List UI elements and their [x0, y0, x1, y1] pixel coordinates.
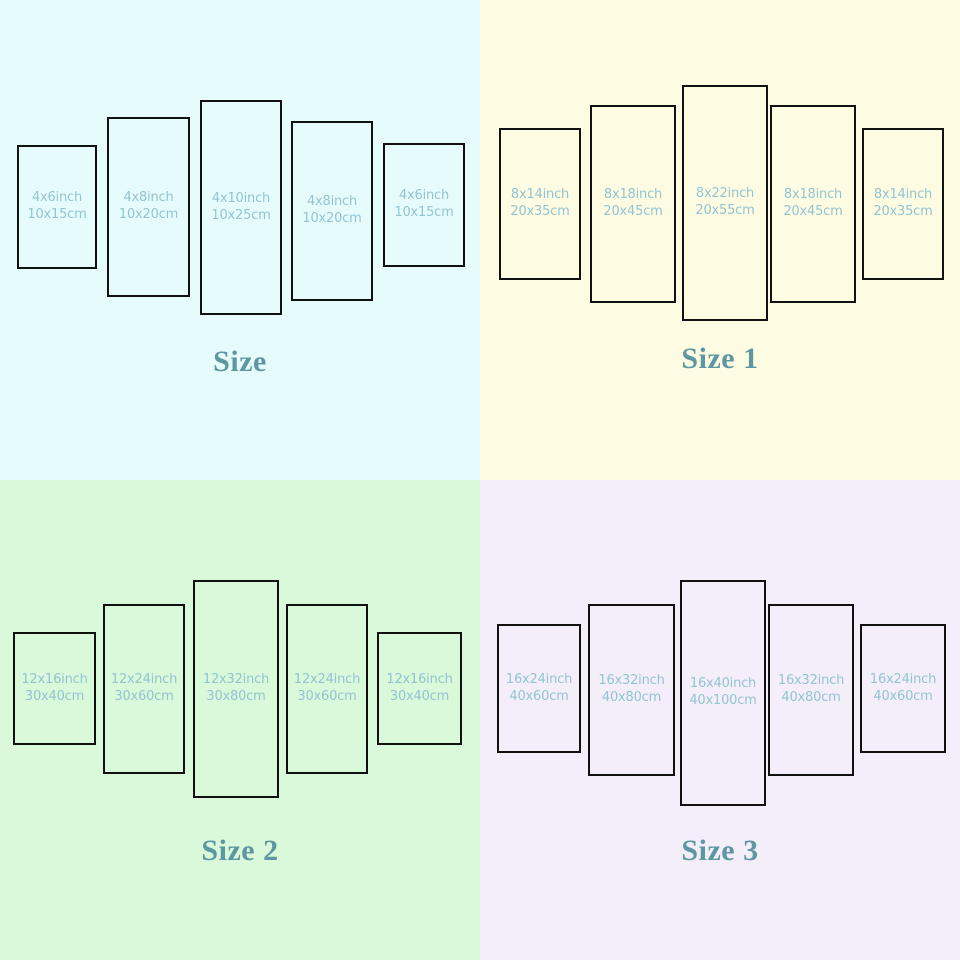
size-panel-inches: 16x32inch: [598, 673, 665, 689]
size-panel-centimeters: 30x40cm: [24, 688, 85, 704]
size-panel-centimeters: 20x45cm: [783, 204, 843, 219]
size-panel-inches: 8x18inch: [783, 187, 843, 203]
size-panel-centimeters: 10x15cm: [27, 207, 87, 222]
quadrant-title-size-3: Size 3: [681, 834, 759, 867]
size-panel-centimeters: 30x80cm: [206, 689, 266, 704]
size-panel-centimeters: 20x35cm: [873, 204, 933, 219]
size-panel-centimeters: 40x80cm: [601, 690, 662, 705]
size-panel-inches: 16x24inch: [505, 671, 573, 687]
size-panel-inches: 4x10inch: [211, 190, 271, 206]
size-panel-centimeters: 10x25cm: [211, 207, 271, 223]
size-panel-centimeters: 30x60cm: [114, 689, 174, 704]
size-panel-centimeters: 10x15cm: [394, 205, 454, 220]
size-panel-inches: 16x40inch: [689, 676, 757, 692]
size-panel-inches: 4x6inch: [398, 188, 450, 204]
size-panel-inches: 12x16inch: [386, 671, 453, 687]
size-panel-inches: 4x8inch: [123, 190, 174, 206]
quadrant-title-size: Size: [213, 345, 267, 378]
size-panel-inches: 8x22inch: [695, 186, 755, 202]
quadrant-title-size-2: Size 2: [201, 834, 279, 867]
size-panel-centimeters: 40x60cm: [509, 688, 569, 704]
size-panel-centimeters: 30x60cm: [297, 689, 357, 704]
size-panel-inches: 8x18inch: [603, 187, 663, 203]
size-panel-centimeters: 30x40cm: [389, 688, 450, 704]
size-panel-centimeters: 20x55cm: [695, 203, 755, 218]
size-panel-inches: 12x16inch: [21, 671, 88, 687]
size-panel-centimeters: 40x80cm: [781, 690, 841, 705]
size-panel-inches: 12x24inch: [110, 672, 178, 688]
size-panel-inches: 16x32inch: [777, 673, 845, 689]
size-panel-inches: 16x24inch: [869, 671, 937, 687]
size-panel-centimeters: 40x60cm: [873, 688, 933, 704]
size-panel-centimeters: 10x20cm: [302, 211, 362, 226]
size-panel-centimeters: 10x20cm: [118, 207, 179, 222]
quadrant-title-size-1: Size 1: [681, 342, 759, 375]
size-panel-centimeters: 40x100cm: [689, 693, 757, 708]
size-panel-inches: 12x32inch: [202, 672, 270, 688]
size-panel-centimeters: 20x45cm: [603, 204, 663, 219]
size-panel-inches: 4x8inch: [306, 194, 358, 210]
size-panel-inches: 12x24inch: [293, 672, 361, 688]
size-panel-inches: 8x14inch: [510, 187, 570, 203]
size-panel-inches: 8x14inch: [873, 187, 933, 203]
size-panel-centimeters: 20x35cm: [510, 204, 570, 219]
size-panel-inches: 4x6inch: [31, 190, 83, 206]
